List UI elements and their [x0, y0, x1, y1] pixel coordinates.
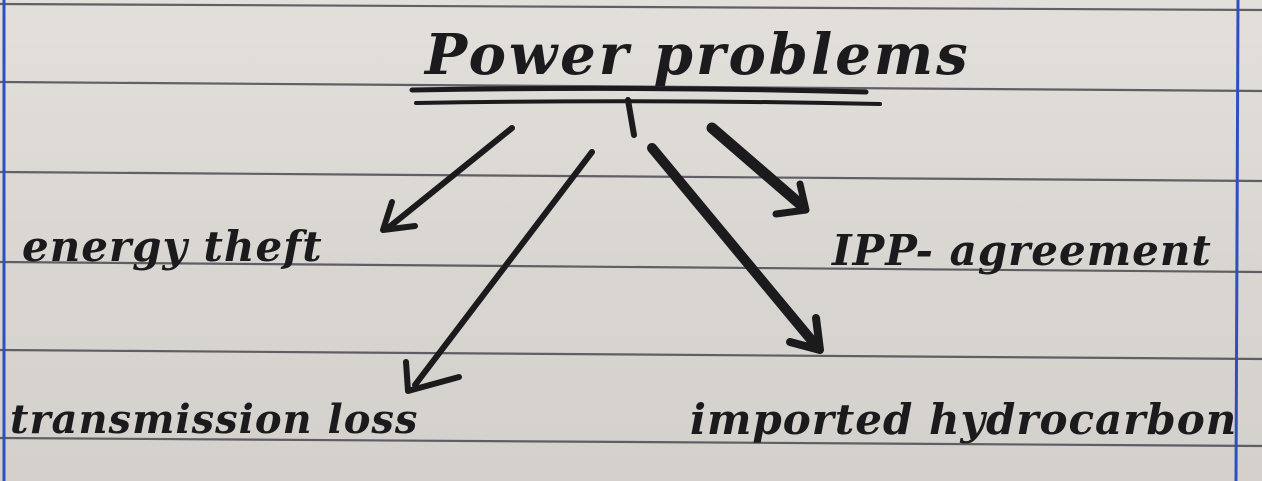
title-stem	[625, 97, 637, 138]
item-ipp-agreement: IPP- agreement	[832, 226, 1212, 275]
arrow-energy-theft-head	[380, 199, 418, 233]
title-underline-top	[409, 85, 869, 95]
arrow-ipp-agreement-head	[772, 180, 810, 218]
title-underline-bottom	[414, 99, 882, 106]
arrow-ipp-agreement	[706, 122, 806, 210]
arrow-imported-hydrocarbon	[647, 143, 823, 353]
item-transmission-loss: transmission loss	[10, 396, 419, 443]
arrow-energy-theft	[385, 125, 515, 231]
arrow-imported-hydrocarbon-head	[786, 314, 824, 354]
item-energy-theft: energy theft	[22, 222, 323, 271]
arrow-transmission-loss	[412, 149, 595, 388]
item-imported-hydrocarbon: imported hydrocarbon	[690, 395, 1238, 444]
diagram-title: Power problems	[425, 22, 971, 88]
arrow-transmission-loss-head	[403, 359, 462, 394]
